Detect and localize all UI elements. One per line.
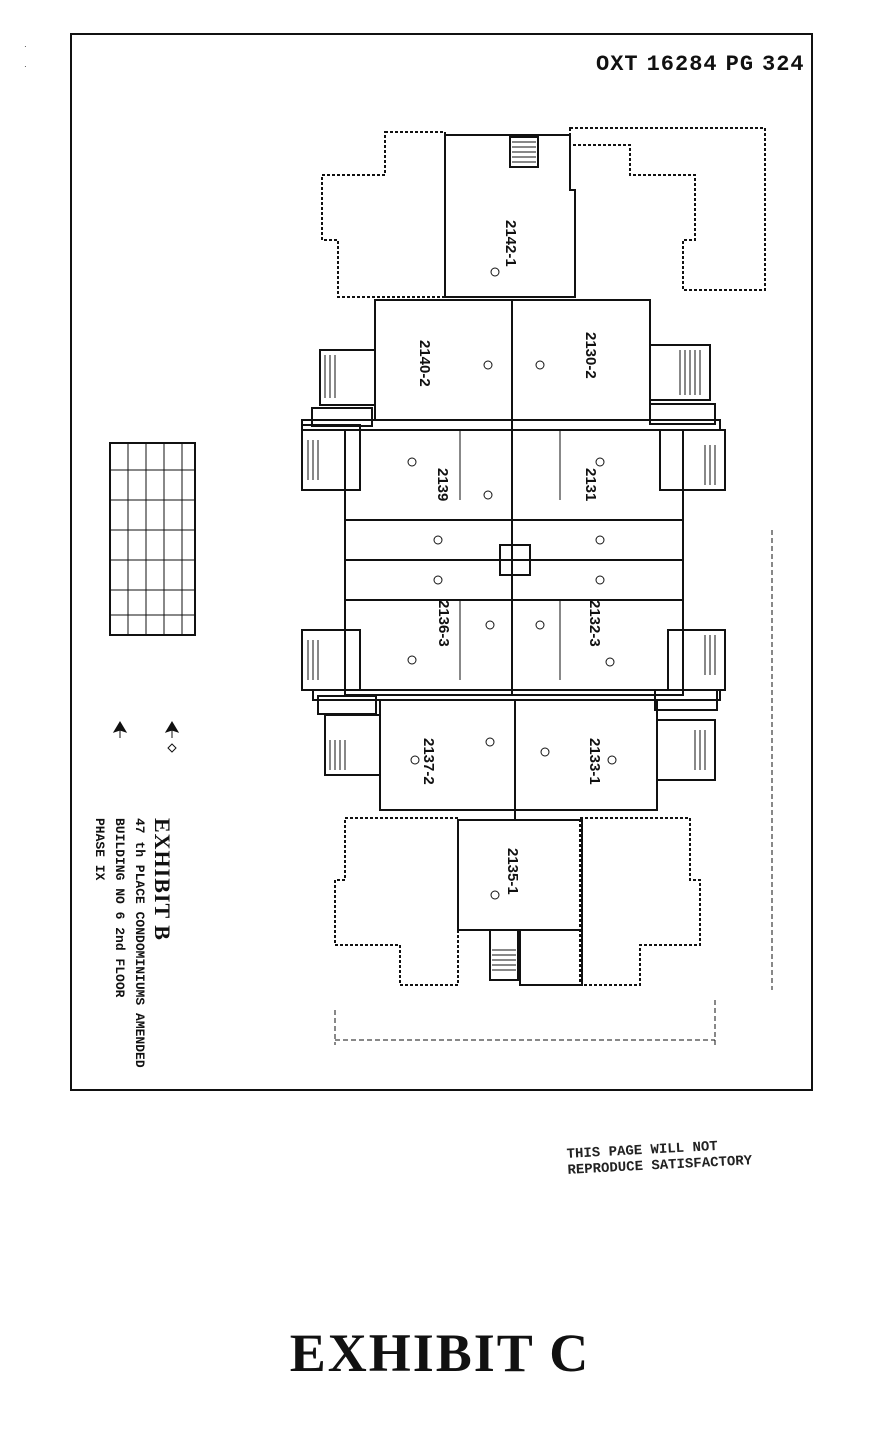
unit-label: 2131 <box>582 468 599 501</box>
right-mid-stair-upper <box>659 429 726 491</box>
drawing-frame <box>70 33 813 1091</box>
page-number: 324 <box>762 52 805 77</box>
lower-corridor <box>312 689 721 701</box>
scan-specks: ·· <box>24 42 27 71</box>
title-block: EXHIBIT B 47 th PLACE CONDOMINIUMS AMEND… <box>80 818 175 1083</box>
bottom-stair <box>489 929 519 981</box>
book-page-reference: OXT 16284 PG 324 <box>596 52 813 77</box>
page-prefix: PG <box>725 52 755 77</box>
bottom-right-balcony <box>579 817 701 986</box>
left-mid-stair-upper <box>301 424 361 491</box>
unit-label: 2133-1 <box>586 738 603 785</box>
exhibit-label: EXHIBIT C <box>289 1323 591 1383</box>
unit-label: 2132-3 <box>586 600 603 647</box>
lower-left-stair <box>324 714 381 776</box>
title-block-title: EXHIBIT B <box>150 818 175 941</box>
upper-right-stair <box>649 344 711 401</box>
top-left-balcony <box>321 131 446 298</box>
bottom-left-balcony <box>334 817 459 986</box>
lower-right-stair <box>656 719 716 781</box>
unit-label: 2135-1 <box>504 848 521 895</box>
title-block-phase: PHASE IX <box>92 818 107 881</box>
upper-left-stair <box>319 349 376 406</box>
left-mid-stair-lower <box>301 629 361 691</box>
unit-label: 2140-2 <box>416 340 433 387</box>
title-block-project: 47 th PLACE CONDOMINIUMS AMENDED <box>132 818 147 1068</box>
right-mid-stair-lower <box>667 629 726 691</box>
north-arrow <box>112 721 180 753</box>
top-right-balcony <box>569 127 766 291</box>
book-number: 16284 <box>646 52 718 77</box>
title-block-building: BUILDING NO 6 2nd FLOOR <box>112 818 127 998</box>
top-stair <box>509 136 539 168</box>
unit-label: 2136-3 <box>435 600 452 647</box>
unit-schedule-table <box>109 442 196 636</box>
middle-block-outline <box>344 429 684 696</box>
unit-label: 2137-2 <box>420 738 437 785</box>
unit-label: 2142-1 <box>502 220 519 267</box>
unit-label: 2130-2 <box>582 332 599 379</box>
unit-label: 2139 <box>434 468 451 501</box>
book-prefix: OXT <box>596 52 639 77</box>
title-block-rotated: EXHIBIT B 47 th PLACE CONDOMINIUMS AMEND… <box>89 818 175 1068</box>
